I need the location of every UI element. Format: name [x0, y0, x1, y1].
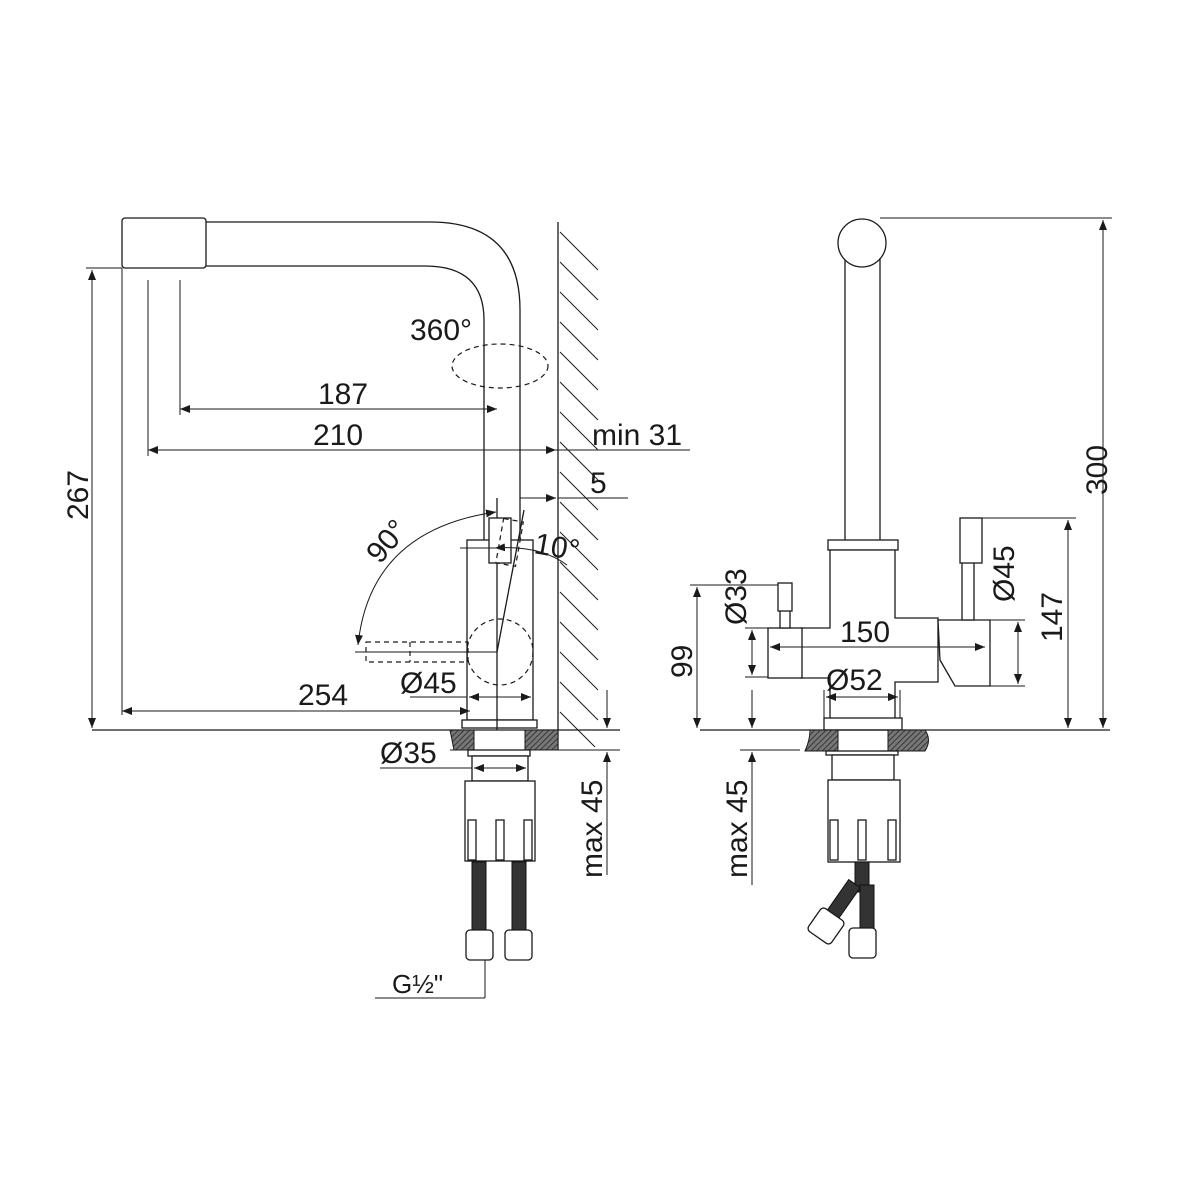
dim-150: 150 [840, 616, 890, 649]
dim-300: 300 [1081, 445, 1114, 495]
countertop-front [700, 729, 1110, 752]
rotation-ellipse [451, 343, 549, 389]
spout [121, 217, 521, 540]
dimension-lines [86, 267, 690, 999]
dim-147: 147 [1036, 592, 1069, 642]
dim-diameter-45-front: Ø45 [988, 545, 1021, 602]
base-ring [461, 719, 538, 729]
front-view: 300 147 99 Ø33 Ø45 150 Ø52 max 45 [666, 217, 1114, 959]
dim-diameter-52: Ø52 [826, 664, 883, 697]
lever [355, 498, 568, 730]
spout-front [837, 218, 887, 542]
dim-min-31: min 31 [592, 419, 682, 452]
dimension-lines-front [690, 217, 1112, 885]
thread-label: G½" [392, 969, 443, 999]
mounting-shank-front [825, 750, 901, 863]
supply-hoses [465, 861, 533, 961]
dim-360-deg: 360° [410, 314, 472, 347]
dim-90-deg: 90° [360, 514, 414, 570]
dim-diameter-45: Ø45 [400, 667, 457, 700]
body-front [767, 517, 991, 731]
mounting-shank [464, 749, 536, 862]
dim-267: 267 [62, 470, 95, 520]
dim-diameter-33: Ø33 [720, 568, 753, 625]
dim-254: 254 [298, 679, 348, 712]
side-view: 267 187 210 min 31 5 360° 90° 10° 254 Ø4… [62, 217, 690, 999]
countertop [92, 729, 620, 751]
dim-5: 5 [590, 467, 607, 500]
dim-10-deg: 10° [532, 527, 582, 567]
dim-diameter-35: Ø35 [380, 737, 437, 770]
dim-max-45: max 45 [576, 780, 609, 878]
dim-187: 187 [318, 378, 368, 411]
faucet-body [466, 539, 534, 721]
supply-hoses-front [807, 861, 877, 959]
dim-99: 99 [666, 645, 699, 678]
dim-max-45-front: max 45 [721, 780, 754, 878]
dim-210: 210 [313, 419, 363, 452]
